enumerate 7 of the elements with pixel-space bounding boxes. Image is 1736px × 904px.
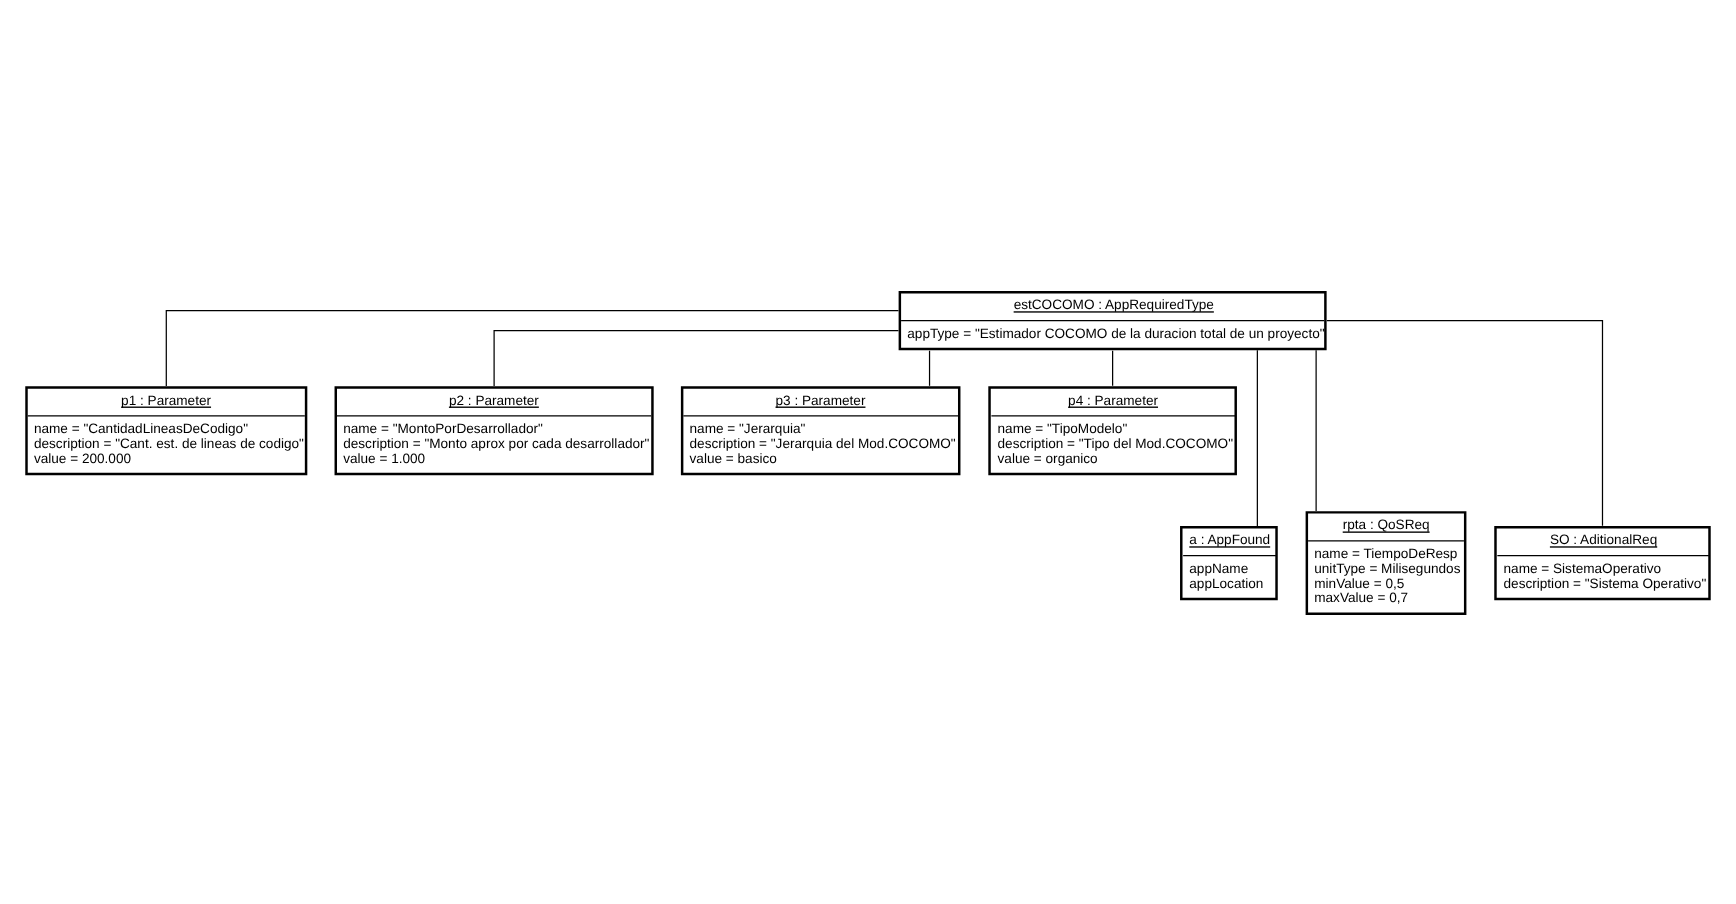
connector	[165, 309, 900, 386]
connector	[1256, 348, 1258, 526]
connector	[1315, 348, 1317, 511]
connector	[1112, 349, 1114, 386]
connector	[493, 328, 900, 386]
connector	[928, 349, 931, 386]
connector	[1326, 319, 1604, 526]
